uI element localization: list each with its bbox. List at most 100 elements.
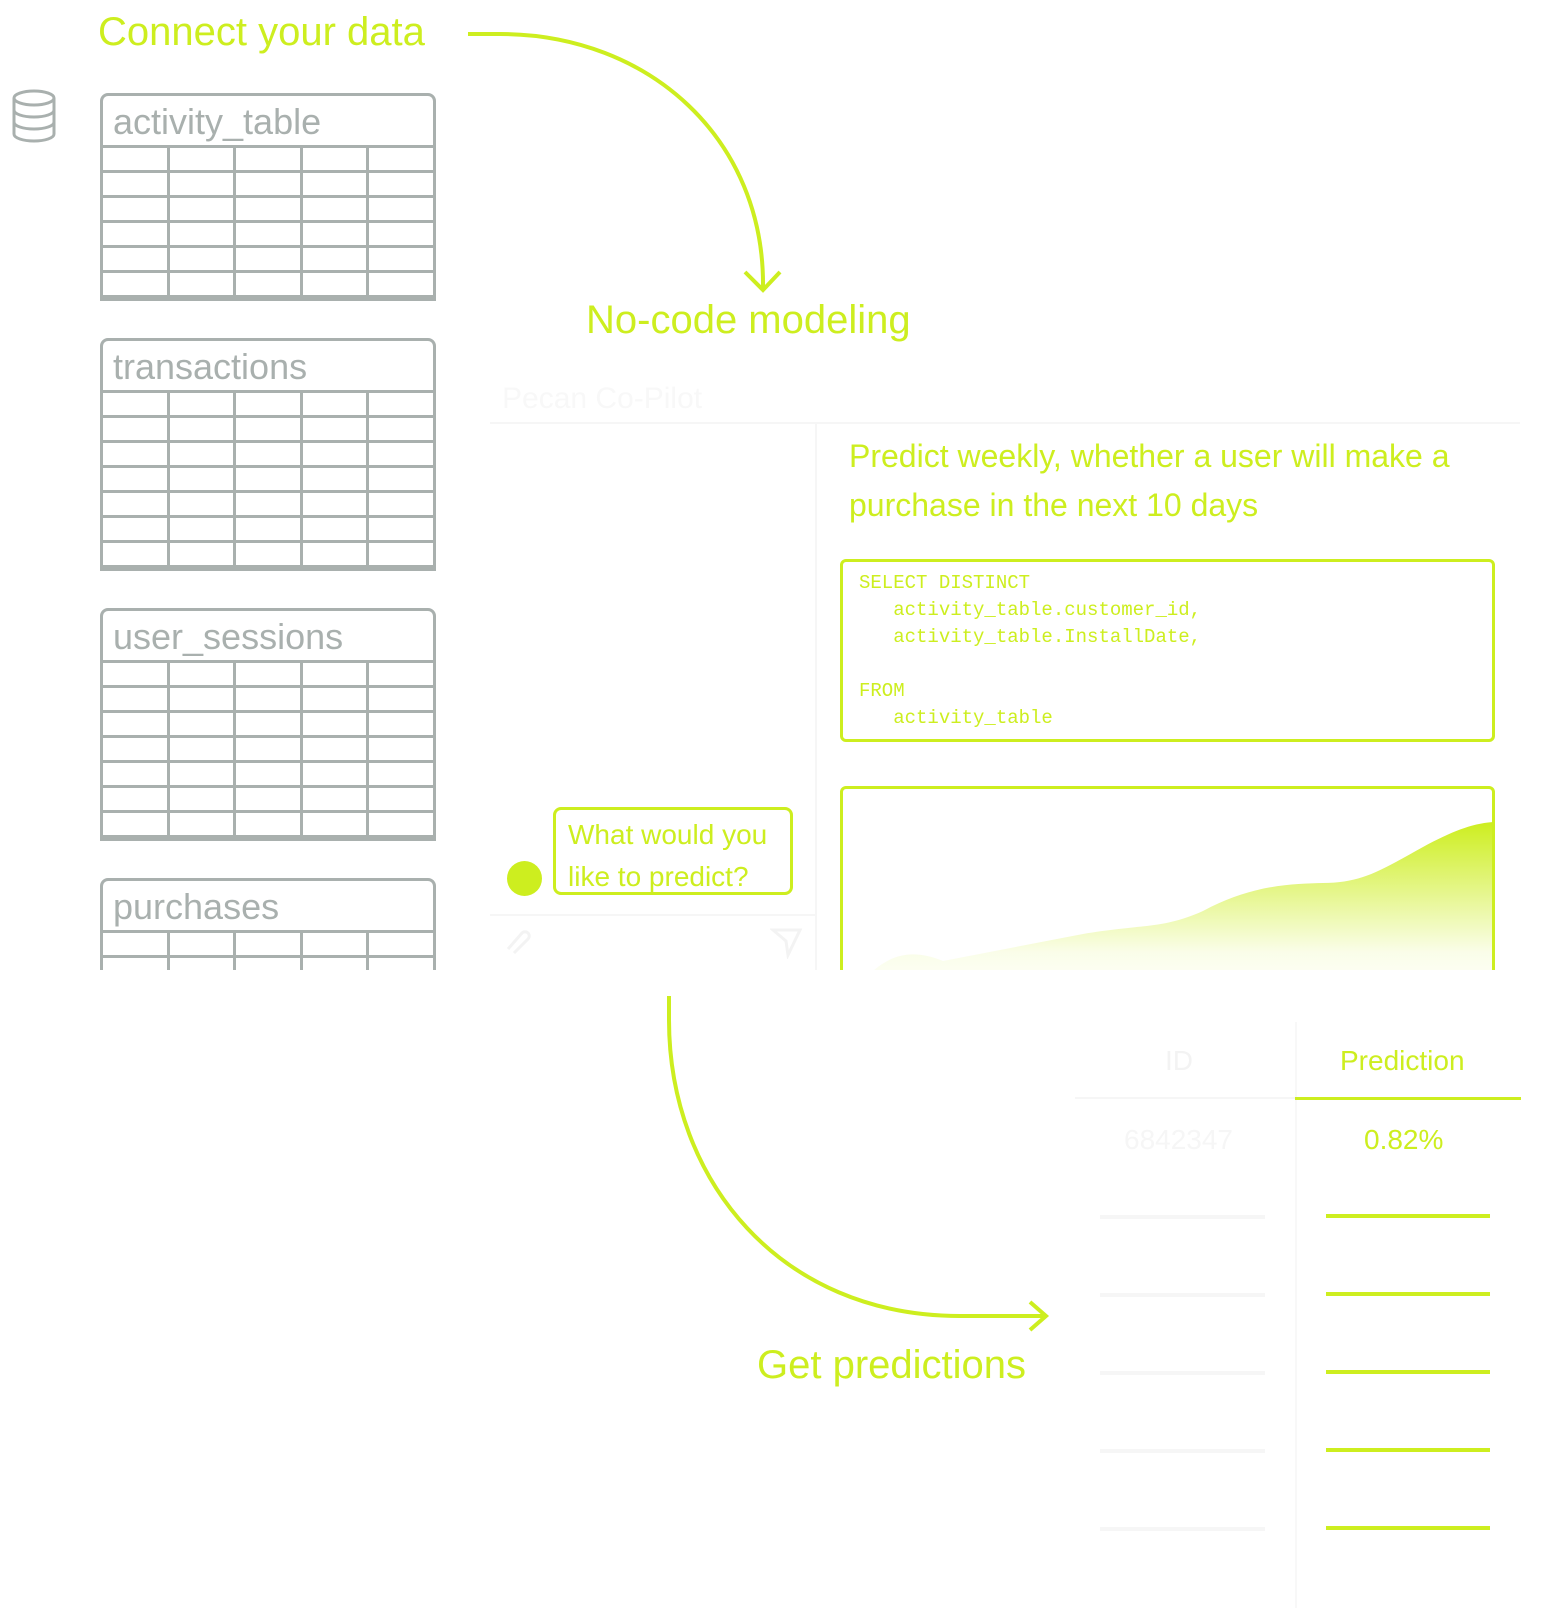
attachment-icon[interactable] (500, 925, 532, 957)
table-grid-cell (170, 738, 237, 760)
table-grid-cell (103, 738, 170, 760)
table-grid-cell (103, 148, 170, 170)
table-grid-row (103, 393, 433, 418)
table-grid-cell (170, 223, 237, 245)
table-grid-cell (369, 933, 433, 955)
placeholder-prediction (1326, 1370, 1490, 1374)
table-grid-cell (236, 273, 303, 295)
row-id: 6842347 (1124, 1124, 1234, 1155)
col-header-prediction: Prediction (1340, 1045, 1465, 1076)
table-grid-cell (303, 933, 370, 955)
table-grid-cell (369, 543, 433, 565)
table-grid-cell (236, 248, 303, 270)
table-grid-cell (103, 813, 170, 835)
table-grid-cell (170, 518, 237, 540)
table-grid-row (103, 248, 433, 273)
top-section: Connect your data activity_table transac… (12, 10, 1495, 970)
table-grid-cell (369, 493, 433, 515)
table-grid-row (103, 198, 433, 223)
row-prediction: 0.82% (1364, 1124, 1444, 1155)
prediction-underline (1295, 1097, 1521, 1100)
table-grid-cell (236, 738, 303, 760)
area-chart (874, 822, 1492, 970)
table-grid-cell (236, 468, 303, 490)
table-grid-cell (303, 713, 370, 735)
table-grid-cell (303, 543, 370, 565)
table-grid-cell (369, 443, 433, 465)
table-grid-cell (103, 468, 170, 490)
table-transactions[interactable]: transactions (100, 338, 436, 571)
divider (490, 914, 815, 916)
table-grid-cell (303, 518, 370, 540)
table-grid-cell (103, 713, 170, 735)
table-grid-cell (303, 688, 370, 710)
placeholder-prediction (1326, 1214, 1490, 1218)
table-grid-cell (236, 518, 303, 540)
table-grid-cell (369, 663, 433, 685)
table-grid-cell (103, 518, 170, 540)
table-grid-cell (303, 148, 370, 170)
step-modeling-label: No-code modeling (586, 298, 911, 342)
col-header-id: ID (1165, 1045, 1193, 1076)
table-grid-row (103, 788, 433, 813)
table-grid-row (103, 738, 433, 763)
table-grid-cell (170, 933, 237, 955)
table-grid-cell (103, 198, 170, 220)
table-grid-cell (236, 763, 303, 785)
table-grid-cell (236, 148, 303, 170)
table-grid-cell (236, 198, 303, 220)
table-grid-cell (236, 543, 303, 565)
table-grid-cell (170, 173, 237, 195)
table-grid-cell (103, 663, 170, 685)
table-grid-row (103, 173, 433, 198)
arrow-modeling-to-predictions (667, 996, 1050, 1332)
table-grid-cell (369, 418, 433, 440)
table-grid-cell (303, 198, 370, 220)
table-grid-cell (170, 493, 237, 515)
table-grid-cell (170, 788, 237, 810)
table-grid-cell (103, 763, 170, 785)
table-grid-row (103, 663, 433, 688)
placeholder-id (1100, 1449, 1265, 1453)
table-grid-cell (103, 493, 170, 515)
placeholder-prediction (1326, 1526, 1490, 1530)
table-grid-cell (303, 223, 370, 245)
table-grid-cell (103, 418, 170, 440)
table-title: purchases (103, 881, 433, 933)
table-grid-cell (303, 813, 370, 835)
table-grid-cell (236, 393, 303, 415)
table-grid-cell (170, 273, 237, 295)
table-grid-cell (369, 788, 433, 810)
table-grid-cell (236, 813, 303, 835)
table-grid-cell (236, 713, 303, 735)
table-grid-cell (303, 443, 370, 465)
table-grid-cell (170, 958, 237, 970)
table-grid-cell (303, 248, 370, 270)
table-grid-cell (236, 173, 303, 195)
table-activity[interactable]: activity_table (100, 93, 436, 301)
placeholder-prediction (1326, 1292, 1490, 1296)
table-grid-cell (303, 958, 370, 970)
table-user-sessions[interactable]: user_sessions (100, 608, 436, 841)
table-grid-cell (236, 443, 303, 465)
column-divider (1295, 1022, 1297, 1608)
table-grid-row (103, 418, 433, 443)
table-grid-cell (369, 738, 433, 760)
table-grid-cell (303, 173, 370, 195)
step-predictions-label: Get predictions (757, 1343, 1027, 1387)
table-grid-cell (170, 418, 237, 440)
table-grid-row (103, 763, 433, 788)
table-grid-row (103, 958, 433, 970)
send-icon[interactable] (770, 925, 804, 959)
table-grid-cell (369, 468, 433, 490)
table-grid-cell (303, 468, 370, 490)
user-prompt: Predict weekly, whether a user will make… (849, 438, 1450, 523)
table-purchases[interactable]: purchases (100, 878, 436, 970)
table-grid-cell (170, 813, 237, 835)
table-grid-row (103, 688, 433, 713)
divider (815, 424, 817, 970)
table-grid-cell (303, 418, 370, 440)
table-grid-cell (369, 713, 433, 735)
table-grid-row (103, 493, 433, 518)
